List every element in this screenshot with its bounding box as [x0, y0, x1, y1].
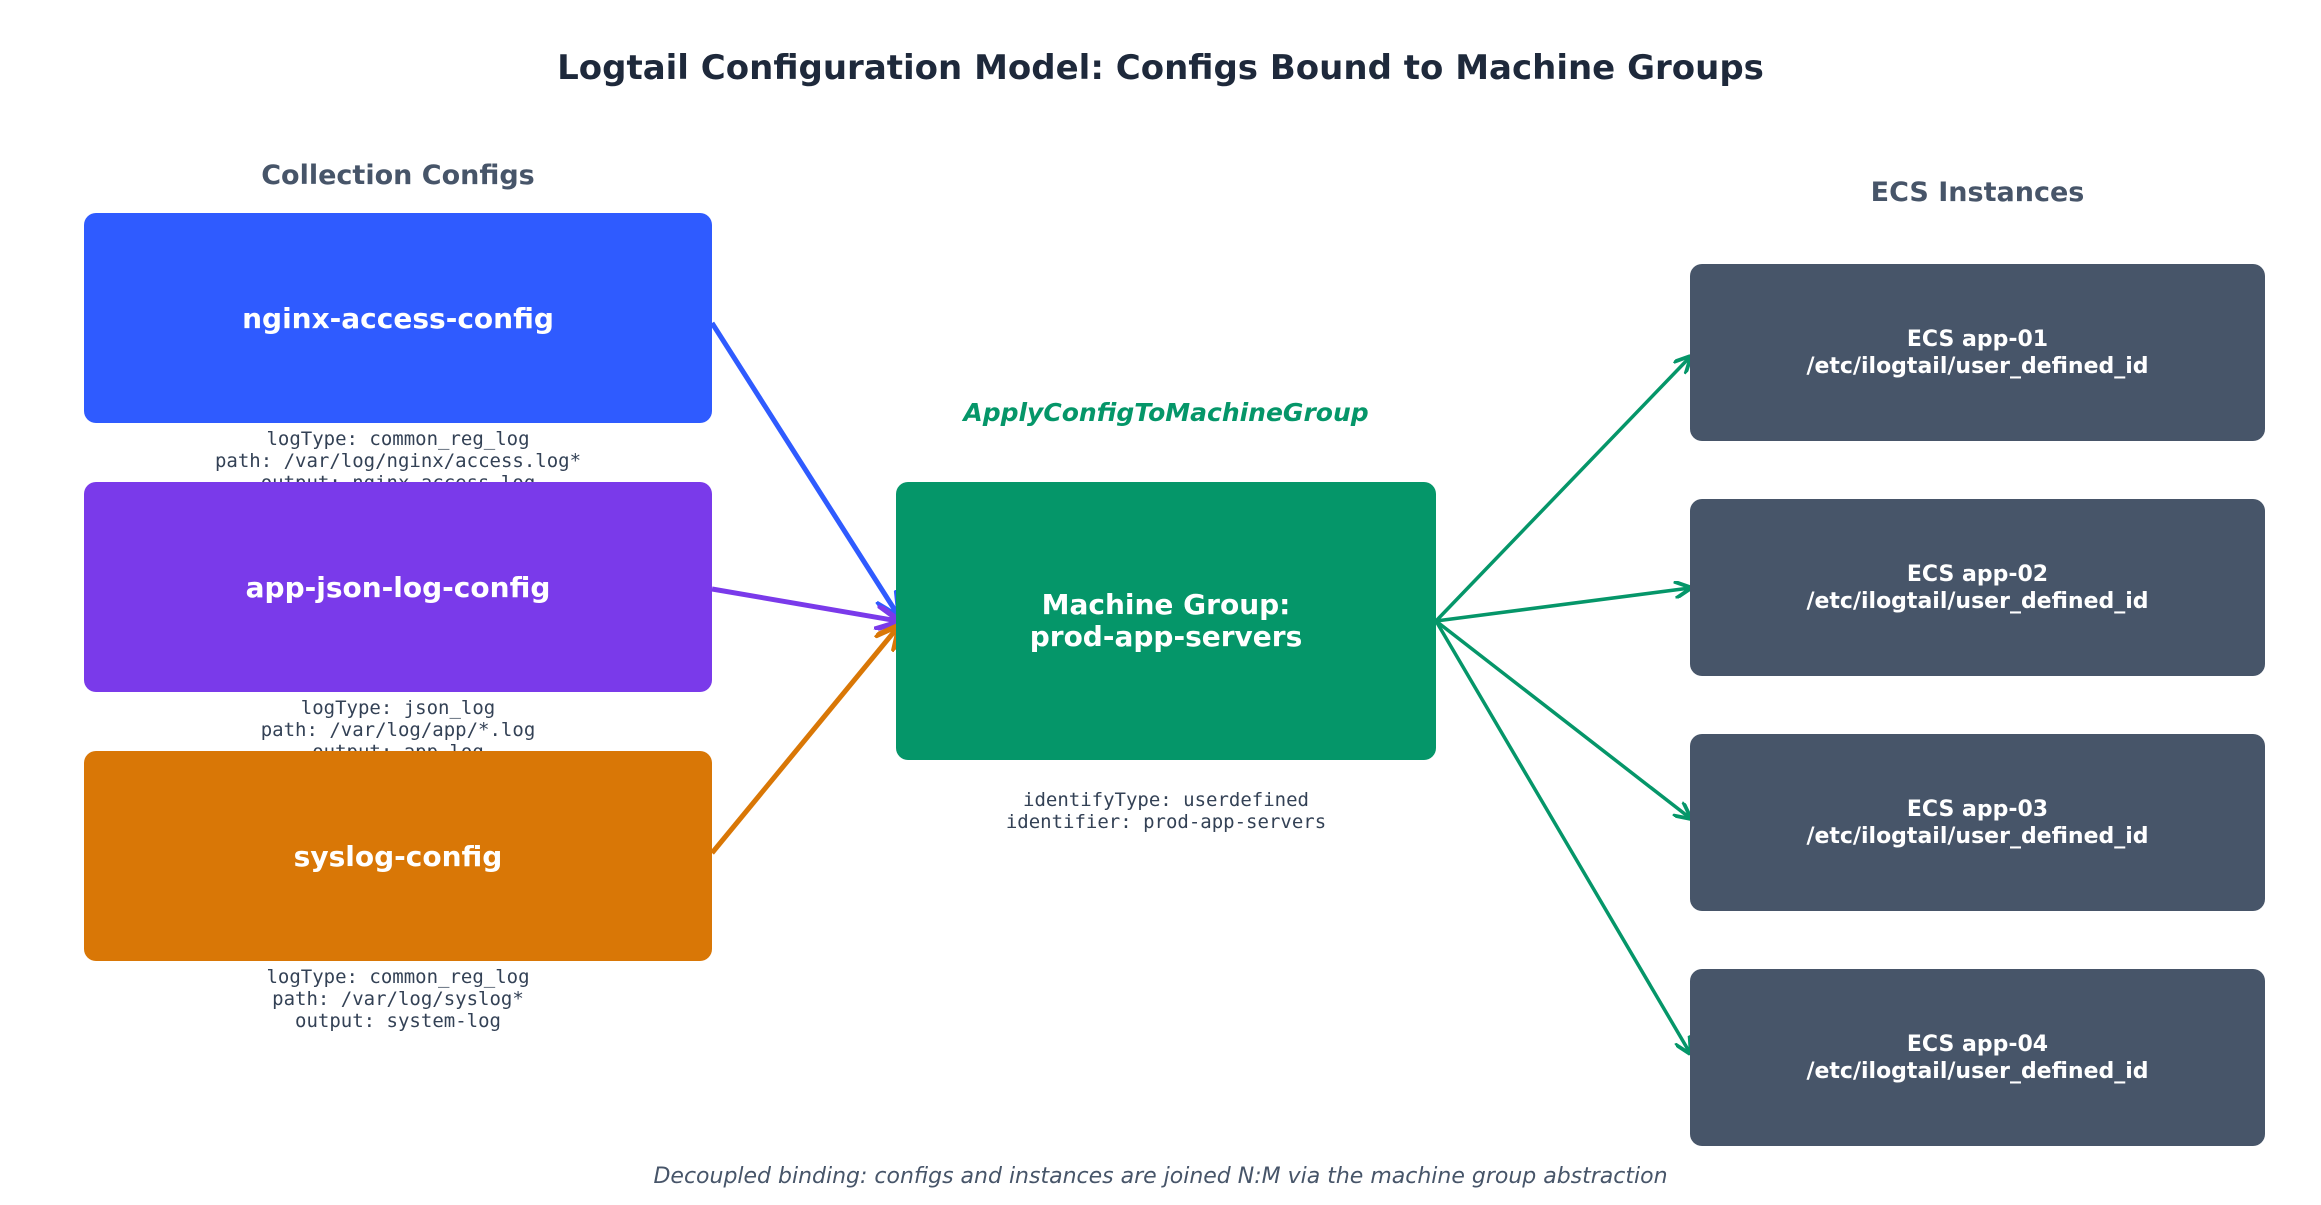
instance-name: ECS app-02 — [1906, 561, 2049, 587]
instances-column-heading: ECS Instances — [1870, 177, 2085, 208]
config-name: syslog-config — [293, 839, 503, 873]
machine-group-title: Machine Group: — [1041, 588, 1291, 621]
operation-label: ApplyConfigToMachineGroup — [963, 398, 1369, 427]
config-detail-line: logType: common_reg_log — [266, 966, 530, 988]
config-name: app-json-log-config — [245, 570, 551, 604]
instance-id-path: /etc/ilogtail/user_defined_id — [1806, 1058, 2149, 1084]
config-detail-line: path: /var/log/nginx/access.log* — [214, 450, 582, 472]
arrow-nginx-to-group — [709, 321, 898, 615]
instance-box-app-03: ECS app-03 /etc/ilogtail/user_defined_id — [1690, 734, 2265, 911]
instance-box-app-04: ECS app-04 /etc/ilogtail/user_defined_id — [1690, 969, 2265, 1146]
config-detail-line: output: system-log — [295, 1010, 501, 1032]
arrow-group-to-app-01 — [1434, 357, 1690, 623]
machine-group-name: prod-app-servers — [1029, 620, 1303, 653]
instance-name: ECS app-01 — [1906, 326, 2049, 352]
instance-box-app-01: ECS app-01 /etc/ilogtail/user_defined_id — [1690, 264, 2265, 441]
config-detail-line: path: /var/log/app/*.log — [260, 719, 536, 741]
instance-name: ECS app-03 — [1906, 796, 2049, 822]
config-detail-line: logType: common_reg_log — [266, 428, 530, 450]
config-detail-line: path: /var/log/syslog* — [272, 988, 524, 1010]
machine-group-box: Machine Group: prod-app-servers — [896, 482, 1436, 760]
config-box-nginx-access: nginx-access-config — [84, 213, 712, 423]
config-detail-line: logType: json_log — [300, 697, 496, 719]
diagram-title: Logtail Configuration Model: Configs Bou… — [557, 48, 1764, 88]
config-box-syslog: syslog-config — [84, 751, 712, 961]
diagram-caption: Decoupled binding: configs and instances… — [653, 1164, 1668, 1189]
arrow-app-json-to-group — [711, 586, 898, 621]
configs-column-heading: Collection Configs — [261, 160, 535, 191]
machine-group-detail-line: identifyType: userdefined — [1023, 789, 1309, 811]
instance-box-app-02: ECS app-02 /etc/ilogtail/user_defined_id — [1690, 499, 2265, 676]
instance-id-path: /etc/ilogtail/user_defined_id — [1806, 353, 2149, 379]
machine-group-detail-line: identifier: prod-app-servers — [1005, 811, 1327, 833]
arrow-group-to-app-02 — [1435, 588, 1690, 623]
arrow-group-to-app-04 — [1434, 620, 1690, 1053]
arrow-syslog-to-group — [710, 627, 898, 855]
instance-name: ECS app-04 — [1906, 1031, 2049, 1057]
config-name: nginx-access-config — [242, 301, 554, 335]
arrow-group-to-app-03 — [1434, 619, 1690, 818]
config-box-app-json-log: app-json-log-config — [84, 482, 712, 692]
instance-id-path: /etc/ilogtail/user_defined_id — [1806, 588, 2149, 614]
instance-id-path: /etc/ilogtail/user_defined_id — [1806, 823, 2149, 849]
